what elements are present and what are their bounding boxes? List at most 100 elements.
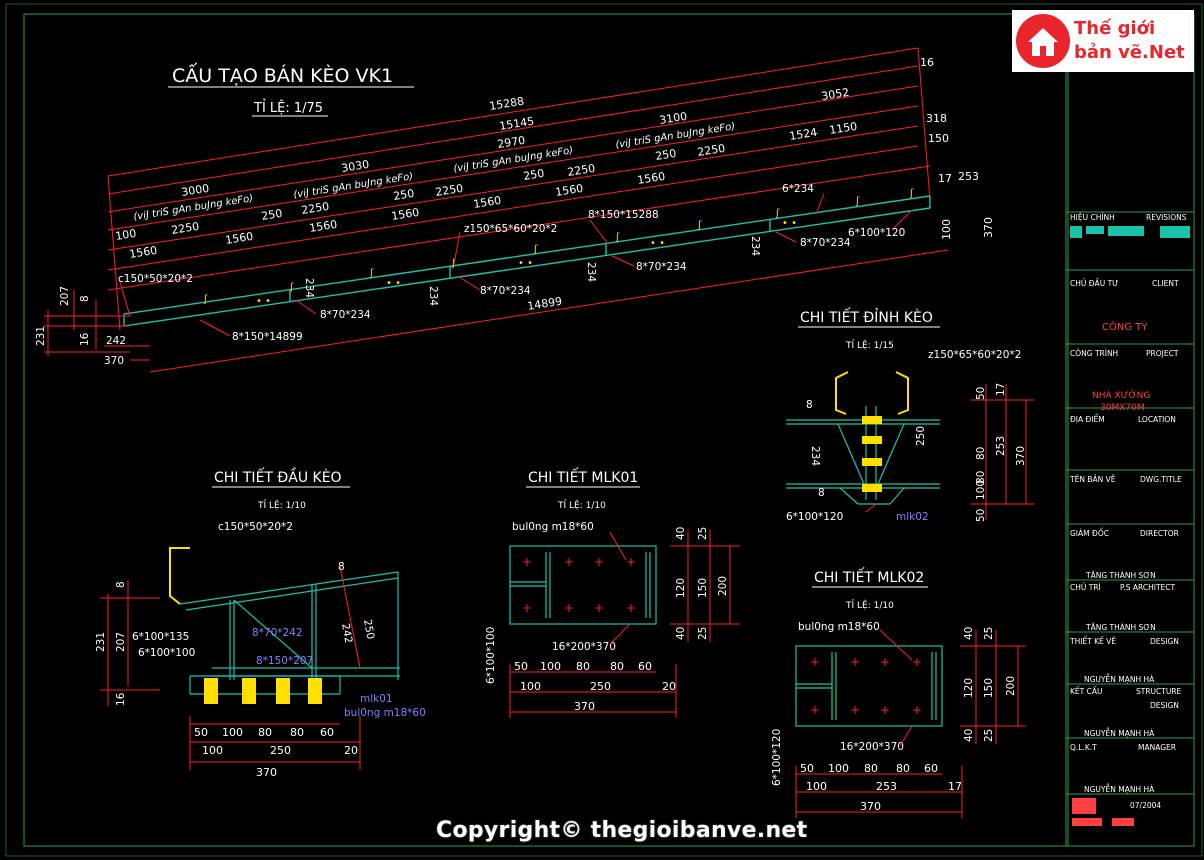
truss-labels: c150*50*20*2 z150*65*60*20*2 8*150*15288…: [118, 183, 905, 343]
svg-text:3052: 3052: [820, 86, 850, 103]
svg-text:370: 370: [104, 355, 124, 367]
copyright-watermark: Copyright© thegioibanve.net: [436, 818, 808, 843]
svg-text:DESIGN: DESIGN: [1150, 637, 1179, 646]
svg-text:8*70*234: 8*70*234: [480, 285, 531, 297]
svg-text:(viJ triS gAn buJng keFo): (viJ triS gAn buJng keFo): [133, 193, 254, 223]
svg-text:242: 242: [106, 335, 126, 347]
svg-text:234: 234: [809, 446, 821, 466]
svg-text:6*234: 6*234: [782, 183, 814, 195]
mlk01-bottom-dims: 50 100 80 80 60 100 250 20 370: [514, 660, 676, 713]
svg-text:1560: 1560: [128, 244, 158, 261]
svg-text:1560: 1560: [554, 182, 584, 199]
svg-text:TĂNG THÀNH SƠN: TĂNG THÀNH SƠN: [1085, 623, 1156, 632]
svg-text:NGUYỄN MẠNH HÀ: NGUYỄN MẠNH HÀ: [1084, 674, 1155, 684]
main-title: CẤU TẠO BÁN KÈO VK1: [172, 62, 393, 87]
svg-text:ʃ: ʃ: [855, 196, 860, 207]
company-name: CÔNG TY: [1102, 320, 1148, 333]
svg-text:+: +: [626, 601, 636, 615]
svg-text:207: 207: [115, 632, 127, 652]
svg-text:231: 231: [95, 632, 107, 652]
mlk02-title: CHI TIẾT MLK02: [814, 567, 924, 586]
site-logo[interactable]: Thế giới bản vẽ.Net: [1012, 10, 1194, 72]
svg-text:8*70*234: 8*70*234: [800, 237, 851, 249]
svg-text:2250: 2250: [300, 200, 330, 217]
svg-text:60: 60: [638, 660, 652, 673]
svg-text:bul0ng m18*60: bul0ng m18*60: [798, 621, 880, 633]
svg-text:25: 25: [697, 627, 709, 640]
svg-text:250: 250: [392, 187, 415, 203]
svg-text:ĐỊA ĐIỂM: ĐỊA ĐIỂM: [1070, 414, 1105, 424]
svg-text:DIRECTOR: DIRECTOR: [1140, 529, 1179, 538]
svg-text:bul0ng m18*60: bul0ng m18*60: [344, 707, 426, 719]
svg-text:17: 17: [938, 172, 952, 185]
svg-text:16: 16: [115, 692, 127, 706]
svg-text:z150*65*60*20*2: z150*65*60*20*2: [464, 223, 557, 235]
mlk01-labels: bul0ng m18*60 16*200*370 6*100*100: [485, 521, 616, 684]
svg-text:6*100*120: 6*100*120: [848, 227, 905, 239]
svg-text:50: 50: [800, 762, 814, 775]
svg-text:07/2004: 07/2004: [1130, 801, 1161, 810]
svg-text:2250: 2250: [170, 220, 200, 237]
svg-text:253: 253: [995, 436, 1007, 456]
svg-text:80: 80: [258, 726, 272, 739]
svg-text:60: 60: [320, 726, 334, 739]
svg-text:DESIGN: DESIGN: [1150, 701, 1179, 710]
svg-text:17: 17: [995, 383, 1007, 396]
svg-text:370: 370: [256, 766, 277, 779]
svg-text:80: 80: [864, 762, 878, 775]
svg-text:1560: 1560: [390, 206, 420, 223]
svg-text:250: 250: [522, 167, 545, 183]
svg-text:100: 100: [202, 744, 223, 757]
svg-text:3100: 3100: [658, 110, 688, 127]
svg-text:HIỆU CHỈNH: HIỆU CHỈNH: [1070, 213, 1115, 222]
svg-text:CLIENT: CLIENT: [1152, 279, 1179, 288]
svg-text:100: 100: [828, 762, 849, 775]
svg-text:8*70*234: 8*70*234: [636, 261, 687, 273]
svg-text:+: +: [880, 703, 890, 717]
svg-text:ʃ: ʃ: [615, 232, 620, 243]
svg-text:16: 16: [79, 332, 91, 346]
svg-text:25: 25: [983, 627, 995, 640]
svg-text:6*100*120: 6*100*120: [771, 729, 783, 786]
svg-text:8: 8: [806, 399, 813, 411]
svg-text:8*150*207: 8*150*207: [256, 655, 313, 667]
svg-text:+: +: [626, 555, 636, 569]
svg-text:+: +: [564, 555, 574, 569]
svg-text:CÔNG TRÌNH: CÔNG TRÌNH: [1070, 349, 1118, 358]
svg-text:z150*65*60*20*2: z150*65*60*20*2: [928, 349, 1021, 361]
project-size: 30MX70M: [1100, 403, 1145, 413]
project-name: NHÀ XƯỞNG: [1092, 389, 1150, 401]
svg-text:100: 100: [940, 219, 953, 240]
svg-text:CHỦ TRÌ: CHỦ TRÌ: [1070, 582, 1101, 592]
svg-text:THIẾT KẾ VẼ: THIẾT KẾ VẼ: [1069, 636, 1116, 646]
svg-text:80: 80: [576, 660, 590, 673]
svg-text:50: 50: [975, 509, 987, 522]
svg-text:KẾT CẤU: KẾT CẤU: [1070, 686, 1102, 696]
svg-text:2250: 2250: [696, 142, 726, 159]
svg-text:Q.L.K.T: Q.L.K.T: [1070, 743, 1097, 752]
svg-text:+: +: [564, 601, 574, 615]
svg-text:2250: 2250: [566, 162, 596, 179]
svg-text:6*100*100: 6*100*100: [485, 627, 497, 684]
svg-text:+: +: [810, 655, 820, 669]
svg-text:+: +: [912, 703, 922, 717]
logo-line1: Thế giới: [1074, 18, 1156, 39]
svg-text:40: 40: [675, 627, 687, 640]
svg-text:8: 8: [818, 487, 825, 499]
svg-text:+: +: [594, 555, 604, 569]
mlk02-right-dims: 40 25 120 150 200 40 25: [963, 627, 1017, 742]
svg-text:250: 250: [270, 744, 291, 757]
svg-text:370: 370: [1015, 446, 1027, 466]
svg-text:150: 150: [928, 132, 949, 145]
dau-keo-labels: c150*50*20*2 6*100*135 6*100*100 8*70*24…: [132, 521, 426, 719]
svg-text:ʃ: ʃ: [369, 268, 374, 279]
svg-text:mlk01: mlk01: [360, 693, 393, 705]
svg-text:• •: • •: [518, 258, 533, 269]
svg-text:100: 100: [520, 680, 541, 693]
svg-text:15288: 15288: [488, 95, 525, 113]
svg-text:100: 100: [540, 660, 561, 673]
dau-keo-bottom-dims: 50 100 80 80 60 100 250 20 370: [194, 726, 358, 779]
svg-text:6*100*135: 6*100*135: [132, 631, 189, 643]
svg-text:ʃ: ʃ: [533, 244, 538, 255]
